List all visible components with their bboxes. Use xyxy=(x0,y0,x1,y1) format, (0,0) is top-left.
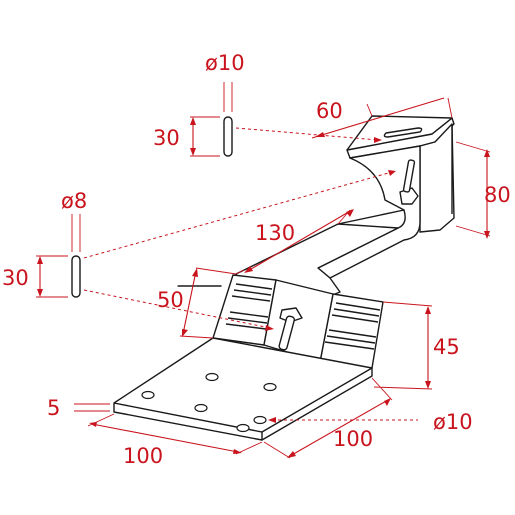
base-hole-diameter-label: ø10 xyxy=(433,410,473,434)
base-depth-label: 100 xyxy=(333,427,373,451)
base-width-label: 100 xyxy=(123,444,163,468)
base-hole xyxy=(141,390,155,400)
riser-height-label: 50 xyxy=(157,288,184,312)
base-thickness-label: 5 xyxy=(47,396,60,420)
pin-left-length-label: 30 xyxy=(2,266,29,290)
top-slot xyxy=(383,127,423,138)
dimension-labels: ø10 30 ø8 30 60 80 130 50 45 5 100 100 ø… xyxy=(2,51,511,468)
hook-back xyxy=(317,145,421,279)
base-hole xyxy=(236,423,250,433)
top-flange-surface xyxy=(346,115,453,151)
hook-bracket xyxy=(113,115,455,441)
top-width-label: 60 xyxy=(316,99,343,123)
riser-bolt xyxy=(399,159,419,205)
base-hole xyxy=(194,403,208,413)
top-height-label: 80 xyxy=(484,183,511,207)
arm-length-label: 130 xyxy=(255,221,295,245)
base-hole xyxy=(205,372,219,382)
ribs-left xyxy=(177,285,222,287)
rear-riser xyxy=(419,123,455,233)
dimension-lines xyxy=(36,82,491,459)
pin-top-length-label: 30 xyxy=(153,126,180,150)
arm-bolt xyxy=(278,307,303,351)
base-hole xyxy=(253,415,267,425)
pin-top xyxy=(223,116,233,157)
base-step-height-label: 45 xyxy=(433,335,460,359)
pin-left xyxy=(71,255,81,298)
pin-top-diameter-label: ø10 xyxy=(205,51,245,75)
base-hole xyxy=(263,382,277,392)
pin-left-diameter-label: ø8 xyxy=(61,189,87,213)
